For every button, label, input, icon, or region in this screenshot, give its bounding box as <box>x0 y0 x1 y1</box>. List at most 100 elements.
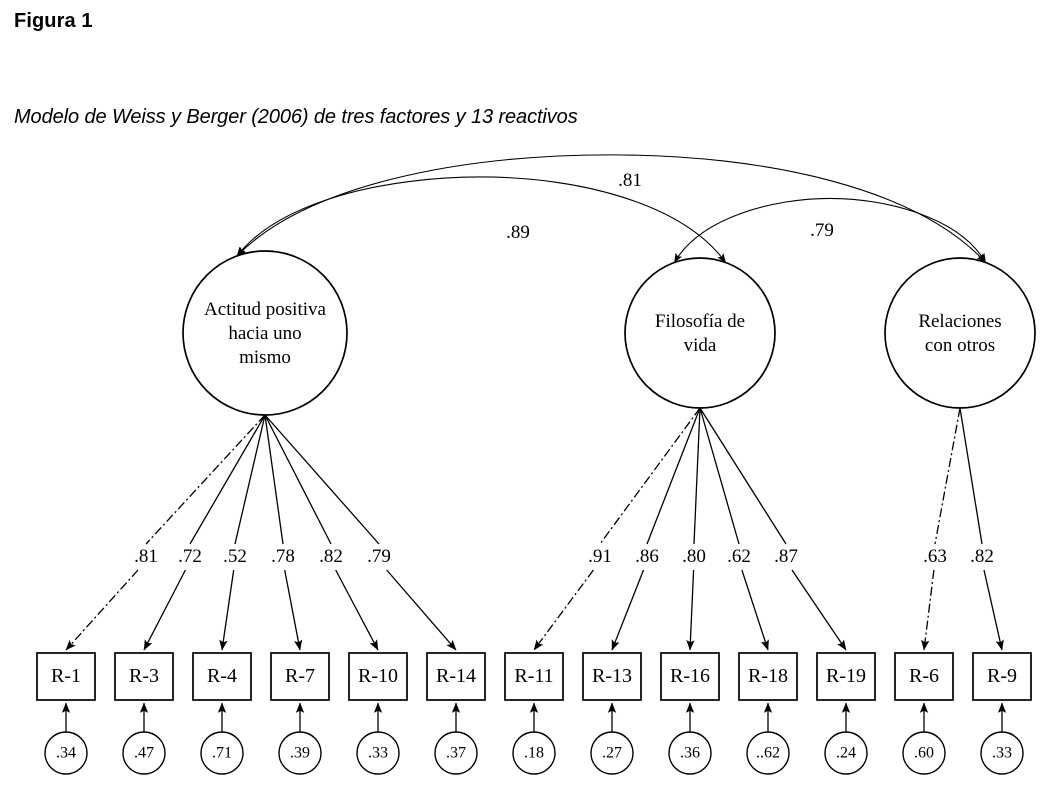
indicator-box <box>738 652 798 701</box>
loading-segment-lower <box>533 569 594 651</box>
residual-value-label: .39 <box>290 745 310 762</box>
residual-terms-group: .34.47.71.39.33.37.18.27.36..62.24.60.33 <box>44 702 1024 775</box>
indicator-label: R-9 <box>987 665 1017 687</box>
loading-value-label: .72 <box>178 546 202 567</box>
indicator-box <box>816 652 876 701</box>
residual-circle <box>122 731 166 775</box>
loading-value-label: .82 <box>319 546 343 567</box>
loading-value-label: .62 <box>727 546 751 567</box>
residual-r-3: .47 <box>122 702 166 775</box>
residual-value-label: .18 <box>524 745 544 762</box>
correlation-arrow-f2-f3 <box>673 197 987 263</box>
loading-segment-lower <box>741 569 769 651</box>
indicator-r-3: R-3 <box>114 652 174 701</box>
residual-circle <box>200 731 244 775</box>
indicator-box <box>582 652 642 701</box>
loading-segment-upper <box>234 414 266 545</box>
correlation-arc-half-right <box>829 197 987 263</box>
factor-circle <box>624 257 776 409</box>
residual-r-11: .18 <box>512 702 556 775</box>
loading-value-label: .87 <box>774 546 798 567</box>
correlation-value-label: .79 <box>810 220 834 241</box>
indicator-r-1: R-1 <box>36 652 96 701</box>
indicator-r-9: R-9 <box>972 652 1032 701</box>
loading-value-label: .79 <box>367 546 391 567</box>
factor-label-line: mismo <box>239 347 291 368</box>
correlation-arc-half-right <box>611 154 987 263</box>
indicator-r-4: R-4 <box>192 652 252 701</box>
residual-r-9: .33 <box>980 702 1024 775</box>
indicator-label: R-11 <box>514 665 553 687</box>
loading-value-label: .80 <box>682 546 706 567</box>
correlation-arc-half-left <box>236 154 612 257</box>
indicator-box <box>894 652 954 701</box>
loading-path-f1-r-4 <box>219 414 266 651</box>
loading-segment-upper <box>599 407 701 545</box>
loading-value-label: .81 <box>134 546 158 567</box>
factor-circle <box>884 257 1036 409</box>
indicator-r-10: R-10 <box>348 652 408 701</box>
loading-path-f2-r-18 <box>699 407 769 651</box>
loading-segment-upper <box>145 414 266 545</box>
loading-value-label: .78 <box>271 546 295 567</box>
correlation-value-label: .81 <box>618 170 642 191</box>
indicator-label: R-18 <box>748 665 788 687</box>
residual-r-6: .60 <box>902 702 946 775</box>
indicator-box <box>36 652 96 701</box>
residual-r-16: .36 <box>668 702 712 775</box>
residual-r-1: .34 <box>44 702 88 775</box>
indicator-box <box>660 652 720 701</box>
indicator-label: R-3 <box>129 665 159 687</box>
indicator-box <box>504 652 564 701</box>
loading-segment-lower <box>921 569 935 651</box>
loading-segment-upper <box>264 414 332 545</box>
loading-path-f2-r-19 <box>699 407 847 651</box>
residual-r-19: .24 <box>824 702 868 775</box>
indicator-label: R-10 <box>358 665 398 687</box>
factor-label-line: Filosofía de <box>655 311 745 332</box>
loading-path-f3-r-9 <box>959 407 1004 651</box>
loading-path-f2-r-13 <box>611 407 701 651</box>
factor-loadings-group <box>65 407 1004 651</box>
loading-value-label: .63 <box>923 546 947 567</box>
correlation-arc-half-left <box>236 176 482 257</box>
residual-circle <box>434 731 478 775</box>
residual-r-10: .33 <box>356 702 400 775</box>
loading-path-f3-r-6 <box>921 407 961 651</box>
correlation-arrow-f1-f2 <box>236 176 727 263</box>
residual-circle <box>512 731 556 775</box>
loading-segment-upper <box>189 414 266 545</box>
residual-value-label: .33 <box>992 745 1012 762</box>
loading-path-f1-r-1 <box>65 414 266 651</box>
indicator-r-16: R-16 <box>660 652 720 701</box>
residual-circle <box>44 731 88 775</box>
loading-segment-upper <box>934 407 961 545</box>
figure-label: Figura 1 <box>14 10 93 32</box>
correlation-arc-half-left <box>673 197 831 263</box>
indicator-r-13: R-13 <box>582 652 642 701</box>
indicator-box <box>114 652 174 701</box>
loading-value-label: .82 <box>970 546 994 567</box>
indicator-r-19: R-19 <box>816 652 876 701</box>
loading-path-f1-r-3 <box>143 414 266 651</box>
loading-segment-lower <box>791 569 847 651</box>
factor-correlations-group <box>236 154 987 263</box>
residual-r-14: .37 <box>434 702 478 775</box>
loading-segment-upper <box>264 414 380 545</box>
indicator-box <box>426 652 486 701</box>
loading-segment-lower <box>686 569 695 651</box>
loading-segment-lower <box>983 569 1004 651</box>
residual-value-label: ..62 <box>756 745 780 762</box>
loading-segment-lower <box>386 569 457 651</box>
loading-segment-upper <box>699 407 787 545</box>
loading-path-f1-r-14 <box>264 414 457 651</box>
indicator-label: R-14 <box>436 665 476 687</box>
residual-circle <box>902 731 946 775</box>
residual-value-label: .27 <box>602 745 622 762</box>
loading-segment-upper <box>959 407 983 545</box>
residual-value-label: .37 <box>446 745 466 762</box>
